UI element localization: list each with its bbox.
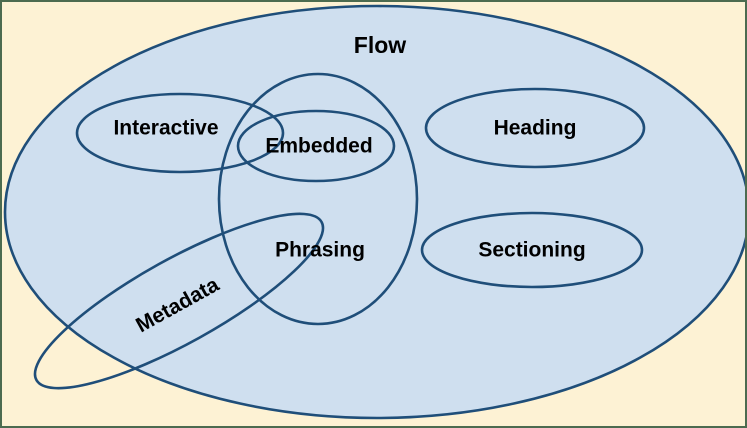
set-label-interactive: Interactive bbox=[113, 117, 218, 140]
set-label-phrasing: Phrasing bbox=[275, 239, 365, 262]
set-shape-interactive[interactable] bbox=[75, 92, 285, 174]
set-shape-metadata[interactable] bbox=[16, 185, 342, 417]
set-shape-heading[interactable] bbox=[424, 87, 646, 169]
set-label-embedded: Embedded bbox=[265, 135, 372, 158]
set-shape-phrasing[interactable] bbox=[217, 72, 419, 326]
set-label-flow: Flow bbox=[354, 32, 406, 58]
set-shape-sectioning[interactable] bbox=[420, 211, 644, 289]
set-label-heading: Heading bbox=[494, 117, 577, 140]
set-shape-flow[interactable] bbox=[3, 4, 747, 420]
set-label-sectioning: Sectioning bbox=[478, 239, 585, 262]
set-shape-embedded[interactable] bbox=[236, 109, 396, 183]
